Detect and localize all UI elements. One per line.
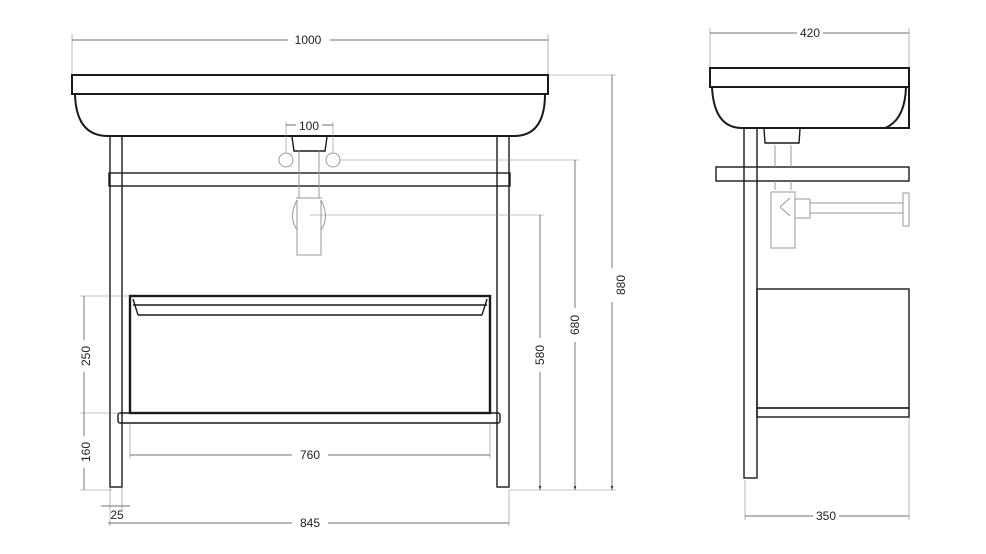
dim-845: 845 [108, 490, 510, 530]
dim-250: 250 [79, 295, 130, 491]
dim-label: 100 [299, 119, 319, 133]
basin-bowl [711, 86, 910, 129]
dim-880: 880 [509, 74, 628, 490]
dim-420: 420 [709, 26, 910, 67]
side-view: 420 350 [709, 26, 910, 523]
cabinet [756, 288, 910, 409]
dim-label: 580 [533, 345, 547, 365]
basin-bowl [74, 93, 546, 137]
dim-label: 250 [79, 346, 93, 366]
dim-label: 350 [816, 509, 836, 523]
right-leg [496, 135, 510, 488]
dim-760: 760 [129, 423, 491, 462]
dim-label: 1000 [295, 33, 322, 47]
tap-hole-left [278, 152, 294, 168]
dim-100: 100 [285, 119, 334, 152]
basin-rim [71, 74, 549, 95]
dim-label: 760 [300, 448, 320, 462]
drawer [128, 294, 492, 415]
basin-rim [709, 67, 910, 88]
tap-hole-right [325, 152, 341, 168]
lower-shelf [117, 412, 501, 424]
towel-rail [108, 172, 511, 187]
dim-label: 25 [110, 508, 124, 522]
towel-rail [715, 166, 910, 182]
dim-label: 845 [300, 516, 320, 530]
dim-680: 680 [340, 159, 582, 490]
left-leg [109, 135, 123, 488]
waste-outlet [291, 136, 328, 152]
waste-outlet [763, 128, 801, 144]
lower-shelf [756, 407, 910, 418]
bottle-trap [770, 145, 910, 249]
dim-1000: 1000 [71, 33, 549, 74]
front-view: 1000 100 880 680 580 250 160 [71, 33, 628, 530]
dim-label: 420 [800, 26, 820, 40]
dim-580: 580 [310, 214, 547, 490]
dim-350: 350 [744, 418, 910, 523]
dim-label: 880 [614, 275, 628, 295]
dim-160: 160 [79, 442, 93, 462]
waste-pipe [292, 151, 326, 256]
drawer-top-strip [132, 298, 488, 316]
dim-25: 25 [101, 488, 130, 526]
dim-label: 680 [568, 315, 582, 335]
dim-label: 160 [79, 442, 93, 462]
